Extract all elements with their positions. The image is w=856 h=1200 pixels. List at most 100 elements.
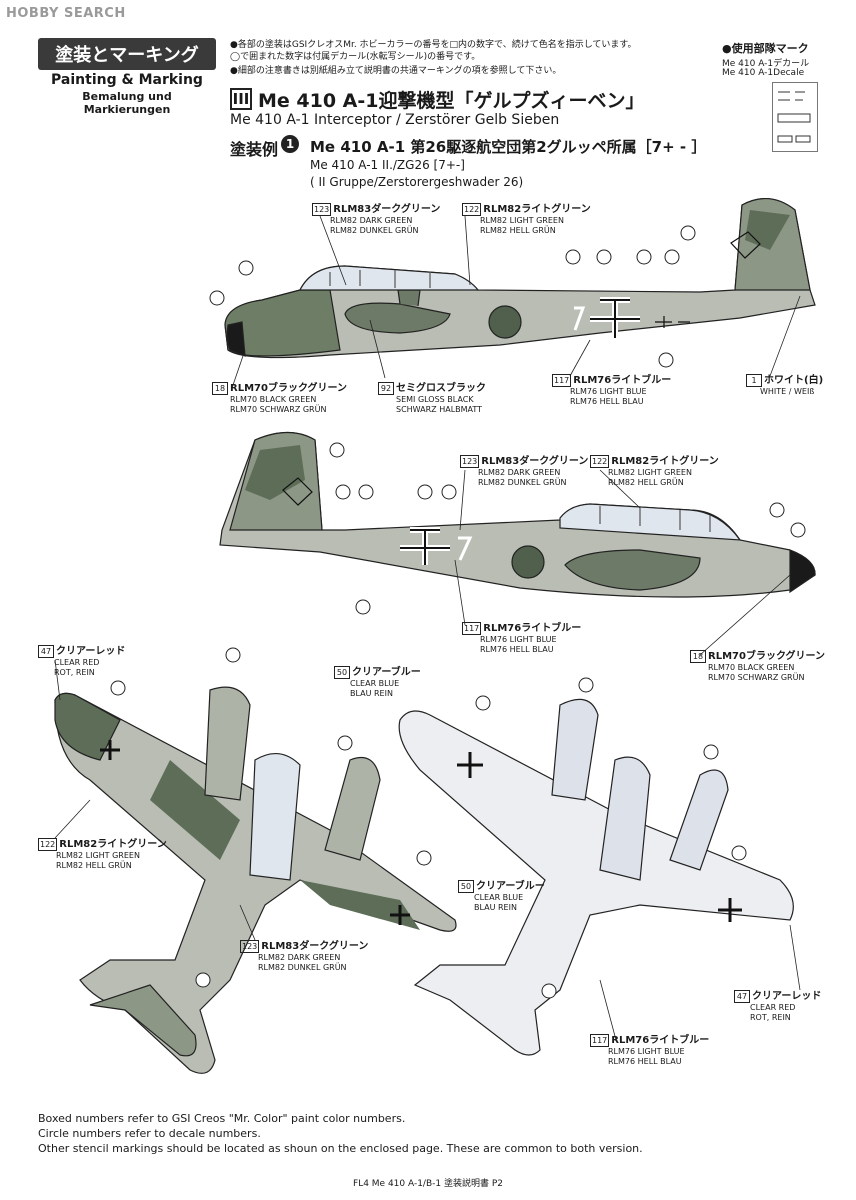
- page-footer: FL4 Me 410 A-1/B-1 塗装説明書 P2: [353, 1179, 503, 1189]
- callout-de: RLM82 DUNKEL GRÜN: [258, 963, 347, 972]
- unit-marking-line2: Me 410 A-1Decale: [722, 68, 805, 78]
- callout-de: BLAU REIN: [474, 903, 517, 912]
- callout-jp: RLM82ライトグリーン: [611, 456, 719, 467]
- paint-number: 123: [460, 455, 480, 468]
- leader-lines: [54, 215, 801, 1041]
- footer-note-3: Other stencil markings should be located…: [38, 1142, 643, 1155]
- callout-en: RLM76 LIGHT BLUE: [608, 1047, 685, 1056]
- callout-de: RLM82 DUNKEL GRÜN: [478, 478, 567, 487]
- decal-sheet-marks: [777, 91, 811, 143]
- callout-jp: RLM76ライトブルー: [611, 1035, 710, 1046]
- callout-jp: RLM76ライトブルー: [483, 623, 582, 634]
- callout-en: WHITE / WEIß: [760, 387, 815, 396]
- callout-en: CLEAR BLUE: [350, 679, 400, 688]
- callout-en: RLM82 DARK GREEN: [330, 216, 413, 225]
- unit-marking-line1: Me 410 A-1デカール: [722, 59, 810, 69]
- note-paint: ●各部の塗装はGSIクレオスMr. ホビーカラーの番号を□内の数字で、続けて色名…: [230, 40, 637, 50]
- callout-jp: クリアーブルー: [352, 667, 421, 678]
- section-title: 塗装とマーキング: [38, 38, 216, 70]
- callout-jp: RLM83ダークグリーン: [261, 941, 369, 952]
- footer-note-1: Boxed numbers refer to GSI Creos "Mr. Co…: [38, 1112, 406, 1125]
- watermark: HOBBY SEARCH: [6, 6, 126, 21]
- callout-de: RLM76 HELL BLAU: [570, 397, 644, 406]
- callout-en: RLM76 LIGHT BLUE: [480, 635, 557, 644]
- scheme-label: 塗装例: [230, 140, 279, 159]
- paint-number: 1: [746, 374, 762, 387]
- decal-number-markers: [110, 225, 806, 999]
- paint-number: 123: [240, 940, 260, 953]
- callout-jp: ホワイト(白): [764, 375, 824, 386]
- callout-jp: RLM82ライトグリーン: [483, 204, 591, 215]
- callout-jp: RLM70ブラックグリーン: [230, 383, 348, 394]
- callout-de: RLM82 HELL GRÜN: [608, 478, 684, 487]
- callout-en: RLM76 LIGHT BLUE: [570, 387, 647, 396]
- callout-jp: RLM83ダークグリーン: [481, 456, 589, 467]
- paint-number: 117: [590, 1034, 610, 1047]
- callout-de: RLM82 HELL GRÜN: [56, 861, 132, 870]
- callout-en: RLM82 LIGHT GREEN: [608, 468, 692, 477]
- subsection-title: Me 410 A-1迎撃機型「ゲルプズィーベン」: [258, 90, 645, 112]
- scheme-subtitle: Me 410 A-1 II./ZG26 [7+-]: [310, 158, 465, 172]
- callout-de: RLM70 SCHWARZ GRÜN: [230, 405, 327, 414]
- paint-number: 117: [462, 622, 482, 635]
- callout-jp: RLM70ブラックグリーン: [708, 651, 826, 662]
- paint-number: 18: [212, 382, 228, 395]
- note-detail: ●細部の注意書きは別紙組み立て説明書の共通マーキングの項を参照して下さい。: [230, 66, 562, 76]
- callout-de: RLM76 HELL BLAU: [480, 645, 554, 654]
- callout-jp: RLM76ライトブルー: [573, 375, 672, 386]
- subsection-title-en: Me 410 A-1 Interceptor / Zerstörer Gelb …: [230, 112, 560, 128]
- callout-de: ROT, REIN: [750, 1013, 791, 1022]
- side-view-right: [219, 431, 816, 598]
- scheme-number: 1: [281, 135, 299, 153]
- scheme-unit: ( II Gruppe/Zerstorergeshwader 26): [310, 175, 524, 189]
- callout-jp: クリアーレッド: [752, 991, 822, 1002]
- footer-note-2: Circle numbers refer to decale numbers.: [38, 1127, 261, 1140]
- callout-de: SCHWARZ HALBMATT: [396, 405, 483, 414]
- paint-number: 123: [312, 203, 332, 216]
- callout-de: RLM70 SCHWARZ GRÜN: [708, 673, 805, 682]
- callout-de: BLAU REIN: [350, 689, 393, 698]
- callout-de: RLM82 HELL GRÜN: [480, 226, 556, 235]
- callout-jp: クリアーブルー: [476, 881, 545, 892]
- callout-de: RLM76 HELL BLAU: [608, 1057, 682, 1066]
- paint-number: 122: [462, 203, 482, 216]
- callout-jp: RLM83ダークグリーン: [333, 204, 441, 215]
- callout-en: CLEAR BLUE: [474, 893, 524, 902]
- side-view-left: [224, 198, 816, 359]
- paint-number: 47: [38, 645, 54, 658]
- callout-en: RLM82 DARK GREEN: [258, 953, 341, 962]
- callout-en: SEMI GLOSS BLACK: [396, 395, 474, 404]
- callout-en: RLM82 DARK GREEN: [478, 468, 561, 477]
- note-decal: ◯で囲まれた数字は付属デカール(水転写シール)の番号です。: [230, 52, 481, 62]
- callout-en: RLM82 LIGHT GREEN: [480, 216, 564, 225]
- decal-sheet-diagram: [772, 82, 818, 152]
- callout-de: ROT, REIN: [54, 668, 95, 677]
- bottom-view: [398, 698, 794, 1056]
- top-view: [54, 686, 457, 1074]
- paint-number: 92: [378, 382, 394, 395]
- paint-number: 18: [690, 650, 706, 663]
- paint-number: 117: [552, 374, 572, 387]
- callout-en: CLEAR RED: [750, 1003, 796, 1012]
- scheme-title: Me 410 A-1 第26駆逐航空団第2グルッペ所属［7+ - ］: [310, 138, 707, 156]
- paint-number: 50: [458, 880, 474, 893]
- callout-en: RLM70 BLACK GREEN: [230, 395, 317, 404]
- paint-number: 122: [38, 838, 58, 851]
- callout-jp: RLM82ライトグリーン: [59, 839, 167, 850]
